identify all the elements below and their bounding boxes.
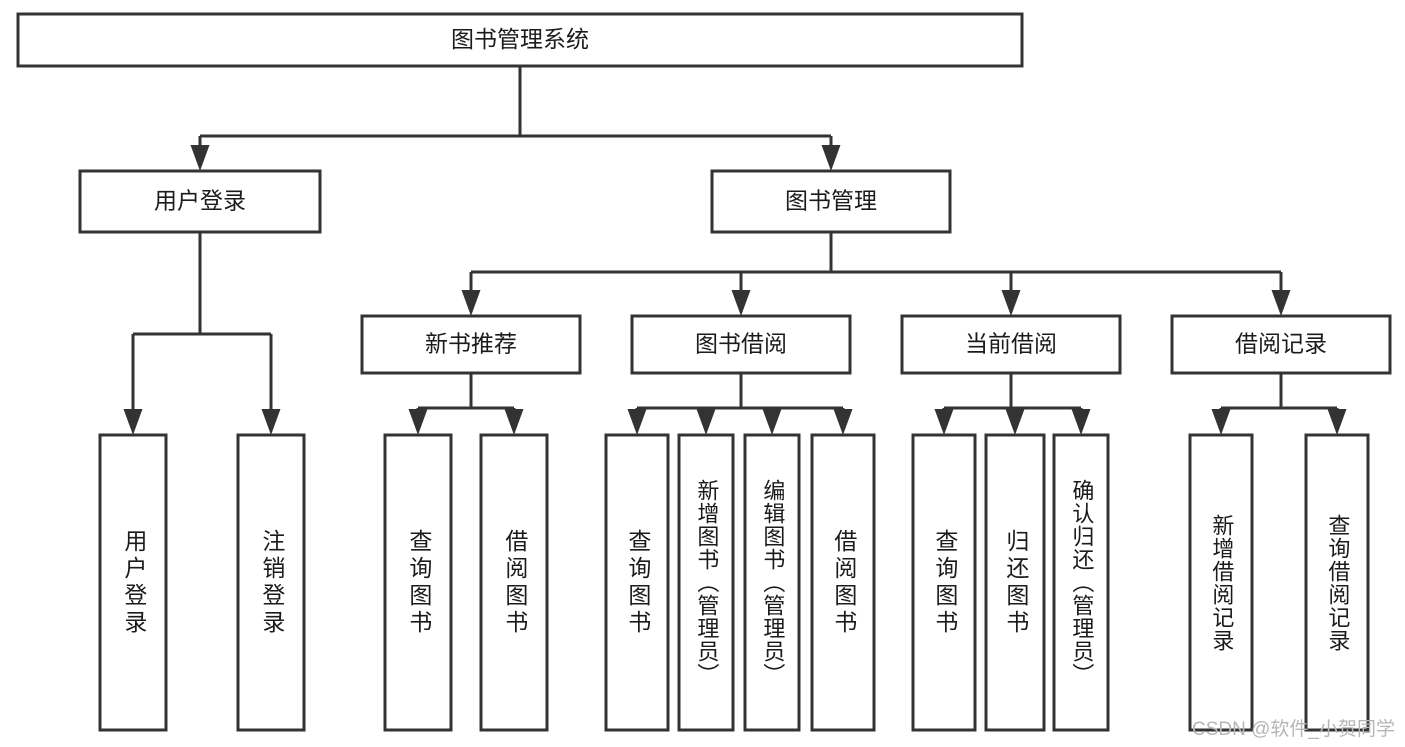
node-borrow-records-label: 借阅记录 <box>1235 331 1327 357</box>
node-book-borrow-label: 图书借阅 <box>695 331 787 357</box>
node-boxes-layer <box>16 12 1392 732</box>
node-current-borrow[interactable] <box>900 314 1122 375</box>
node-root-label: 图书管理系统 <box>451 26 589 52</box>
connector-arrowhead <box>123 409 143 435</box>
node-user-login-label: 用户登录 <box>154 188 246 214</box>
connector-arrowhead <box>1211 409 1231 435</box>
connectors-layer <box>123 66 1347 435</box>
node-user-login[interactable] <box>78 169 322 234</box>
node-leaf-borrow-book-new[interactable] <box>479 433 549 732</box>
csdn-watermark: CSDN @软件_小贺同学 <box>1192 719 1395 740</box>
node-book-management-label: 图书管理 <box>785 188 877 214</box>
node-leaf-query-book-current[interactable] <box>911 433 977 732</box>
conn-currentborrow-bus <box>934 373 1091 435</box>
node-leaf-add-borrow-record[interactable] <box>1188 433 1254 732</box>
connector-arrowhead <box>696 409 716 435</box>
node-new-book-recommend-label: 新书推荐 <box>425 331 517 357</box>
node-new-book-recommend[interactable] <box>360 314 582 375</box>
conn-newbook-bus <box>408 373 524 435</box>
node-current-borrow-label: 当前借阅 <box>965 331 1057 357</box>
node-leaf-query-book-new[interactable] <box>383 433 453 732</box>
node-leaf-user-logout[interactable] <box>236 433 306 732</box>
node-leaf-return-book[interactable] <box>984 433 1046 732</box>
conn-borrowrecords-bus <box>1211 373 1347 435</box>
connector-arrowhead <box>833 409 853 435</box>
conn-bookborrow-bus <box>627 373 853 435</box>
connector-arrowhead <box>731 290 751 316</box>
node-leaf-confirm-return-admin[interactable] <box>1052 433 1110 732</box>
connector-arrowhead <box>261 409 281 435</box>
node-leaf-borrow-book[interactable] <box>810 433 876 732</box>
node-borrow-records[interactable] <box>1170 314 1392 375</box>
connector-arrowhead <box>408 409 428 435</box>
connector-arrowhead <box>627 409 647 435</box>
conn-root-bus <box>190 66 841 171</box>
connector-arrowhead <box>461 290 481 316</box>
connector-arrowhead <box>762 409 782 435</box>
node-book-borrow[interactable] <box>630 314 852 375</box>
conn-bookmgmt-bus <box>461 232 1291 316</box>
connector-arrowhead <box>504 409 524 435</box>
node-leaf-query-book-borrow[interactable] <box>604 433 670 732</box>
node-leaf-add-book-admin[interactable] <box>677 433 735 732</box>
connector-arrowhead <box>1327 409 1347 435</box>
node-root[interactable] <box>16 12 1024 68</box>
conn-userlogin-bus <box>123 232 281 435</box>
node-book-management[interactable] <box>710 169 952 234</box>
connector-arrowhead <box>190 145 210 171</box>
node-leaf-user-login[interactable] <box>98 433 168 732</box>
connector-arrowhead <box>934 409 954 435</box>
connector-arrowhead <box>1071 409 1091 435</box>
connector-arrowhead <box>1001 290 1021 316</box>
connector-arrowhead <box>821 145 841 171</box>
node-leaf-edit-book-admin[interactable] <box>743 433 801 732</box>
connector-arrowhead <box>1005 409 1025 435</box>
node-leaf-query-borrow-record[interactable] <box>1304 433 1370 732</box>
connector-arrowhead <box>1271 290 1291 316</box>
